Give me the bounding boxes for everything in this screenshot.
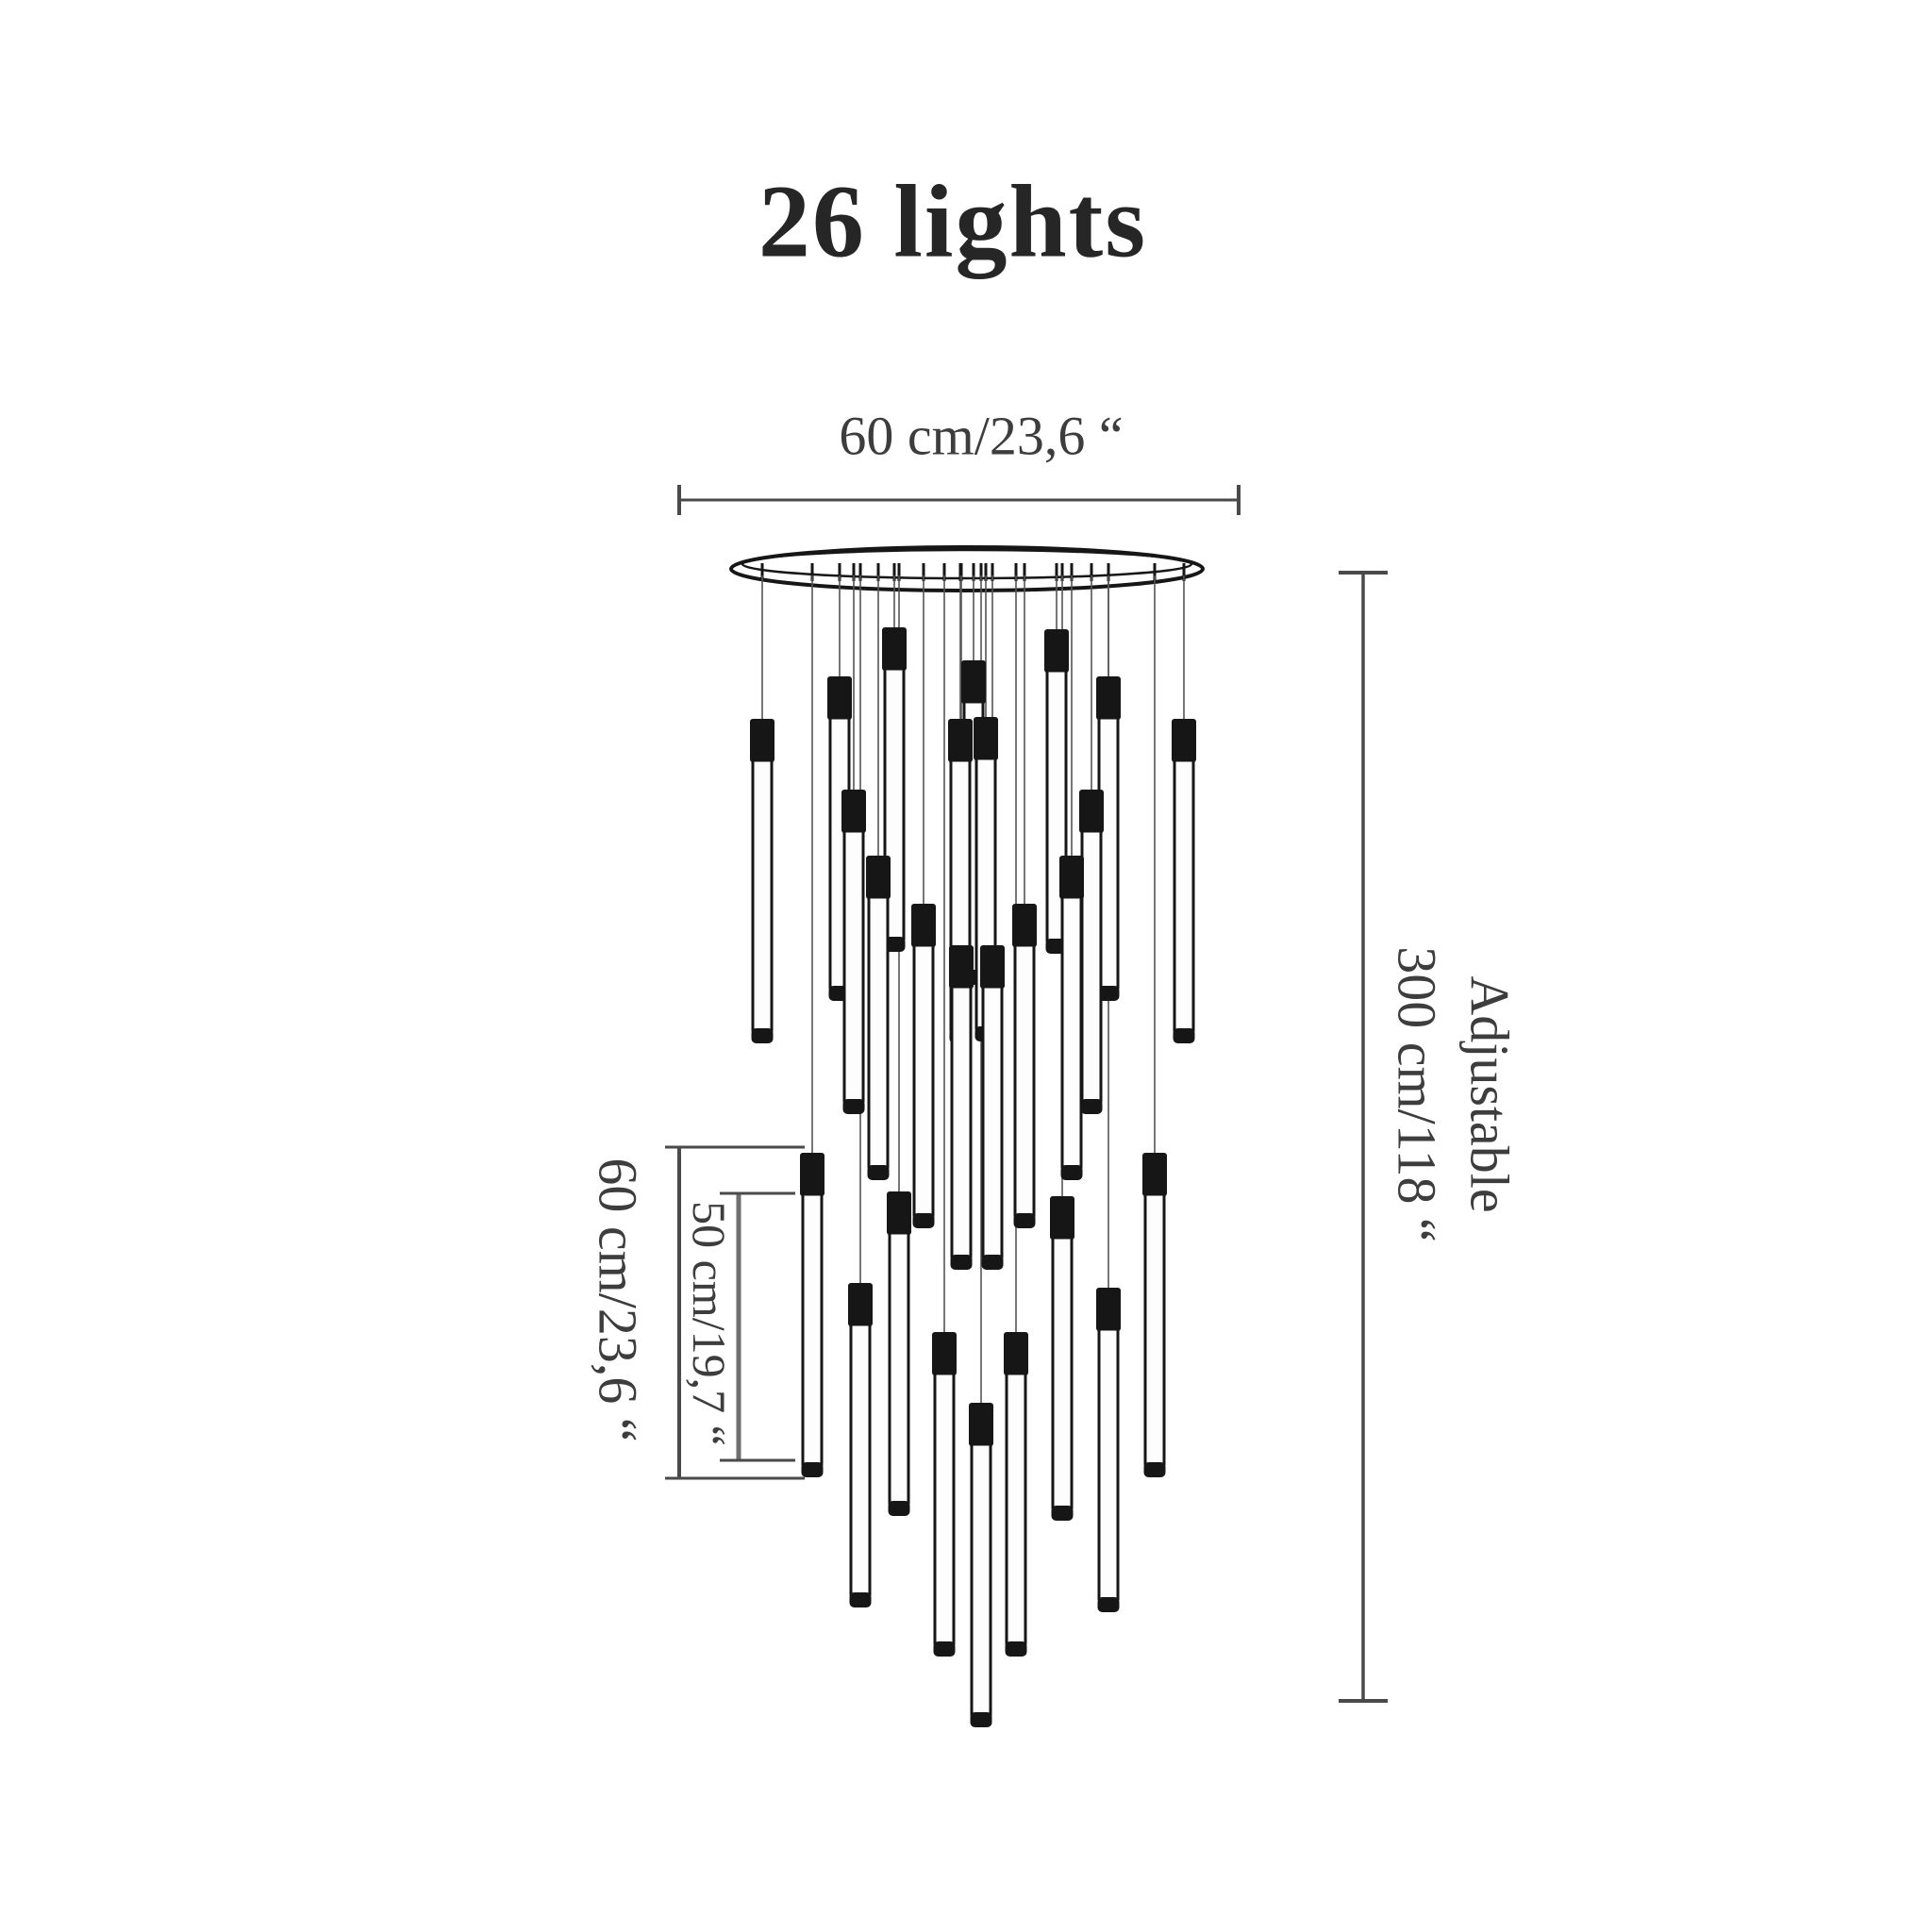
- tube-bottom-cap: [751, 1028, 774, 1043]
- tube-led-body: [912, 943, 935, 1217]
- tube-bottom-cap: [867, 1165, 890, 1180]
- tube-led-body: [1080, 829, 1103, 1103]
- tube-lit-length-label: 50 cm/19,7 “: [683, 1201, 736, 1446]
- tube-led-body: [849, 1323, 872, 1596]
- pendant-tube: [1172, 719, 1196, 1043]
- pendant-tube: [1079, 790, 1104, 1114]
- tube-top-cap: [800, 1153, 824, 1196]
- pendant-tube: [1012, 904, 1037, 1228]
- tube-led-body: [1173, 758, 1195, 1032]
- tube-total-length-label: 60 cm/23,6 “: [587, 1158, 649, 1442]
- tube-top-cap: [1142, 1153, 1167, 1196]
- tube-top-cap: [961, 660, 986, 704]
- tube-led-body: [842, 829, 865, 1103]
- height-dimension-word: Adjustable: [1458, 975, 1521, 1213]
- tube-top-cap: [932, 1332, 957, 1375]
- tube-top-cap: [1004, 1332, 1028, 1375]
- tube-top-cap: [887, 1191, 911, 1235]
- tube-top-cap: [948, 719, 973, 762]
- tube-bottom-cap: [912, 1213, 935, 1228]
- tube-top-cap: [1050, 1196, 1074, 1240]
- tube-led-body: [933, 1372, 956, 1645]
- tube-top-cap: [1172, 719, 1196, 762]
- tube-led-body: [751, 758, 774, 1032]
- tube-bottom-cap: [888, 1501, 910, 1516]
- tube-top-cap: [750, 719, 774, 762]
- height-dimension-value: 300 cm/118 “: [1387, 946, 1448, 1242]
- pendant-tube: [887, 1191, 911, 1516]
- pendant-tube: [1004, 1332, 1028, 1657]
- pendant-tube: [932, 1332, 957, 1657]
- tube-led-body: [801, 1192, 824, 1466]
- canopy-rim: [741, 548, 1193, 580]
- tube-bottom-cap: [1060, 1165, 1083, 1180]
- tube-bottom-cap: [1173, 1028, 1195, 1043]
- tube-top-cap: [827, 676, 852, 720]
- tube-top-cap: [882, 627, 907, 671]
- tube-led-body: [1051, 1236, 1074, 1509]
- tube-top-cap: [1044, 629, 1069, 673]
- pendant-tube: [1096, 1288, 1121, 1612]
- tube-top-cap: [974, 717, 998, 760]
- pendant-tube: [1096, 676, 1121, 1001]
- pendant-tube: [1050, 1196, 1074, 1521]
- tube-top-cap: [1096, 676, 1121, 720]
- tube-bottom-cap: [933, 1641, 956, 1657]
- tube-led-body: [867, 895, 890, 1169]
- pendant-tube: [750, 719, 774, 1043]
- tube-bottom-cap: [1013, 1213, 1036, 1228]
- pendant-tube: [969, 1403, 993, 1727]
- tube-led-body: [1005, 1372, 1027, 1645]
- tube-led-body: [1143, 1192, 1166, 1466]
- pendant-tube: [866, 856, 891, 1180]
- tube-top-cap: [911, 904, 936, 947]
- tube-bottom-cap: [981, 1255, 1004, 1270]
- tube-top-cap: [1096, 1288, 1121, 1331]
- tube-top-cap: [866, 856, 891, 899]
- tube-led-body: [1060, 895, 1083, 1169]
- pendant-tube: [949, 945, 974, 1270]
- tube-top-cap: [980, 945, 1005, 989]
- tube-bottom-cap: [950, 1255, 973, 1270]
- tube-led-body: [1097, 1327, 1120, 1601]
- height-dimension-label: Adjustable 300 cm/118 “: [1380, 946, 1524, 1242]
- tube-bottom-cap: [1051, 1506, 1074, 1521]
- tube-top-cap: [1079, 790, 1104, 833]
- tube-led-body: [1013, 943, 1036, 1217]
- tube-bottom-cap: [1080, 1099, 1103, 1114]
- tube-led-body: [970, 1442, 992, 1716]
- canopy-outline: [729, 545, 1205, 592]
- pendant-tube: [848, 1283, 873, 1607]
- tube-top-cap: [949, 945, 974, 989]
- tube-led-body: [888, 1231, 910, 1505]
- tube-top-cap: [1012, 904, 1037, 947]
- pendant-tube: [1059, 856, 1084, 1180]
- tube-led-body: [950, 985, 973, 1258]
- pendant-tube: [841, 790, 866, 1114]
- width-dimension-label: 60 cm/23,6 “: [839, 405, 1124, 467]
- tube-bottom-cap: [849, 1592, 872, 1607]
- tube-top-cap: [841, 790, 866, 833]
- tube-top-cap: [1059, 856, 1084, 899]
- pendant-tube: [980, 945, 1005, 1270]
- tube-led-body: [981, 985, 1004, 1258]
- tube-top-cap: [969, 1403, 993, 1446]
- tube-bottom-cap: [1097, 1597, 1120, 1612]
- tube-bottom-cap: [842, 1099, 865, 1114]
- tube-bottom-cap: [1143, 1462, 1166, 1477]
- tube-bottom-cap: [801, 1462, 824, 1477]
- pendant-tube: [1142, 1153, 1167, 1477]
- pendant-tube: [800, 1153, 824, 1477]
- pendant-tube: [911, 904, 936, 1228]
- tube-bottom-cap: [970, 1712, 992, 1727]
- tube-bottom-cap: [1097, 986, 1120, 1001]
- page-title: 26 lights: [758, 163, 1148, 279]
- tube-top-cap: [848, 1283, 873, 1326]
- tube-bottom-cap: [1005, 1641, 1027, 1657]
